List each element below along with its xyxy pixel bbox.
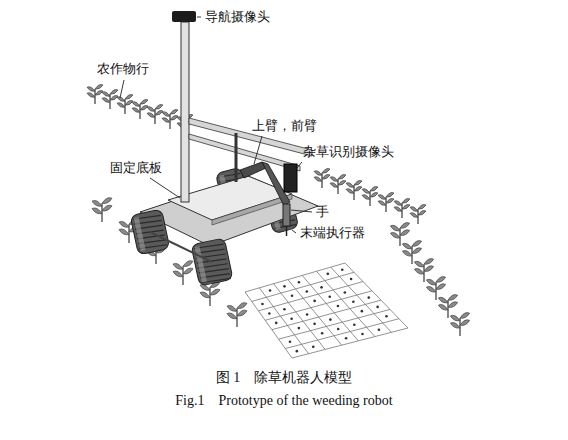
leader-line	[292, 230, 296, 233]
crop-plant	[414, 259, 433, 282]
end-effector-tip	[286, 226, 288, 236]
camera-pole	[181, 22, 189, 202]
upper-beam	[189, 134, 300, 171]
crop-plant	[200, 282, 220, 306]
weeding-robot	[130, 11, 318, 286]
navigation-camera	[172, 11, 196, 22]
crop-plant	[227, 303, 247, 327]
crop-plant	[410, 205, 426, 225]
crop-plant	[426, 277, 445, 300]
crop-plant	[117, 95, 133, 115]
leader-line	[120, 80, 124, 98]
crop-plant	[362, 187, 378, 207]
part-label: 导航摄像头	[205, 10, 270, 24]
support-post	[235, 133, 238, 182]
caption-english: Fig.1 Prototype of the weeding robot	[175, 393, 392, 410]
crop-plant	[378, 193, 394, 213]
crop-plant	[390, 223, 409, 246]
part-label: 农作物行	[97, 62, 149, 76]
crop-plant	[450, 313, 469, 336]
part-label: 上臂，前臂	[252, 119, 317, 133]
crop-plant	[346, 181, 362, 201]
crop-plant	[438, 295, 457, 318]
leader-line	[291, 210, 312, 212]
crop-plant	[147, 105, 163, 125]
weed-grid	[245, 263, 408, 358]
leader-line	[197, 17, 201, 18]
crop-plant	[402, 241, 421, 264]
part-label: 末端执行器	[300, 226, 365, 240]
leader-line	[297, 162, 302, 168]
crop-plant	[394, 199, 410, 219]
crop-plant	[102, 90, 118, 110]
crop-plant	[330, 175, 346, 195]
upper-arm	[240, 162, 266, 178]
part-label: 杂草识别摄像头	[303, 145, 394, 159]
crop-plant	[92, 198, 112, 222]
crop-plant	[314, 169, 330, 189]
leader-line	[254, 136, 262, 164]
crop-plant	[173, 261, 193, 285]
axle	[150, 232, 212, 262]
crop-plant	[132, 100, 148, 120]
end-effector	[283, 204, 290, 226]
weed-camera	[284, 164, 297, 192]
figure-caption: 图 1 除草机器人模型	[216, 370, 353, 387]
part-label: 固定底板	[110, 161, 162, 175]
crop-plant	[87, 85, 103, 105]
crop-plants	[87, 85, 470, 337]
part-label: 手	[316, 205, 329, 219]
crop-plant	[162, 110, 178, 130]
leader-line	[150, 178, 180, 198]
